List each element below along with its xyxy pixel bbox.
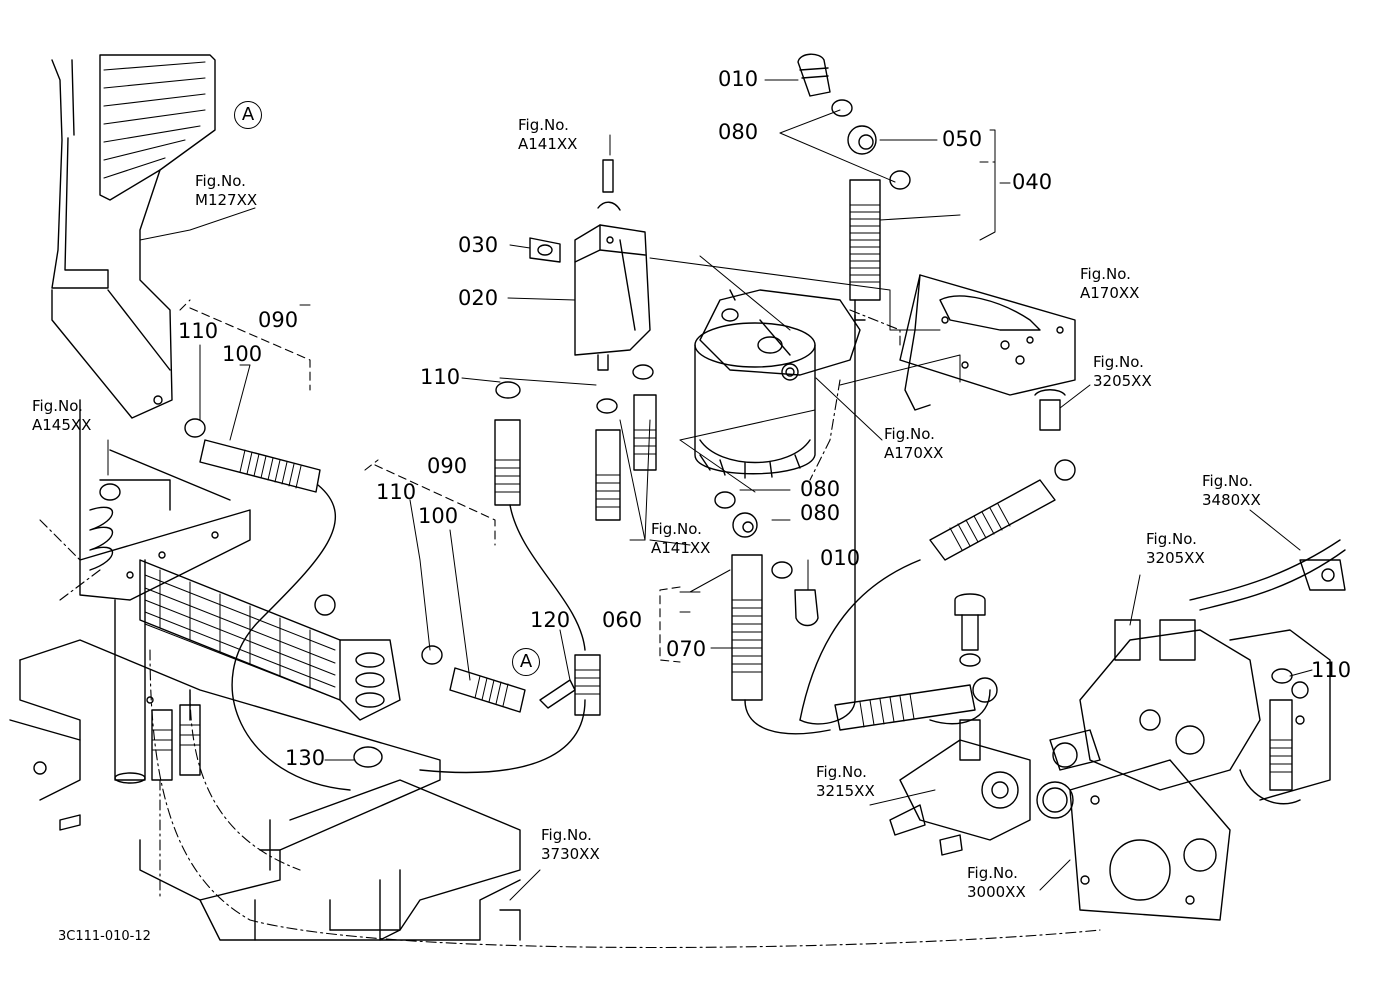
part-label-050: 050 [942, 127, 983, 151]
diagram-code: 3C111-010-12 [58, 929, 151, 944]
fig-ref-m127xx: Fig.No.M127XX [195, 172, 258, 209]
fig-ref-a141xx-mid: Fig.No.A141XX [651, 520, 711, 557]
filter-bracket [899, 274, 1076, 411]
radiator-shroud [51, 54, 216, 419]
part-label-120: 120 [530, 608, 571, 632]
part-label-060: 060 [602, 608, 643, 632]
reference-marker-a-center: A [512, 648, 540, 676]
part-label-010-low: 010 [820, 546, 861, 570]
hose-vertical-left [494, 381, 521, 506]
reference-marker-a-top: A [234, 101, 262, 129]
part-label-080-top: 080 [718, 120, 759, 144]
part-label-070: 070 [666, 637, 707, 661]
part-label-110-center: 110 [420, 365, 461, 389]
part-label-030: 030 [458, 233, 499, 257]
fig-ref-3215xx: Fig.No.3215XX [816, 763, 875, 800]
hoses-lower-left [151, 704, 201, 781]
fig-ref-a145xx: Fig.No.A145XX [32, 397, 92, 434]
hose-vertical-center [595, 364, 657, 521]
hose-100-lower [421, 645, 526, 713]
hose-120 [539, 654, 601, 716]
fig-ref-3730xx: Fig.No.3730XX [541, 826, 600, 863]
fig-ref-3000xx: Fig.No.3000XX [967, 864, 1026, 901]
part-label-090-left: 090 [258, 308, 299, 332]
hose-110-right [1269, 668, 1293, 791]
fig-ref-a170xx-bracket: Fig.No.A170XX [1080, 265, 1140, 302]
part-label-040: 040 [1012, 170, 1053, 194]
part-label-080-low: 080 [800, 501, 841, 525]
part-label-020: 020 [458, 286, 499, 310]
part-label-110-lower: 110 [376, 480, 417, 504]
feed-pump [889, 593, 1074, 856]
hose-040 [797, 53, 911, 321]
fig-ref-a141xx-top: Fig.No.A141XX [518, 116, 578, 153]
fig-ref-3480xx: Fig.No.3480XX [1202, 472, 1261, 509]
hose-060 [714, 491, 819, 701]
fuel-filter [694, 289, 861, 479]
part-label-010-top: 010 [718, 67, 759, 91]
oil-cooler [9, 399, 521, 941]
hose-right-lower [834, 677, 998, 731]
part-label-110-right: 110 [1311, 658, 1352, 682]
part-label-080-mid: 080 [800, 477, 841, 501]
part-label-090-center: 090 [427, 454, 468, 478]
fig-ref-3205xx-upper: Fig.No.3205XX [1093, 353, 1152, 390]
part-label-100-lower: 100 [418, 504, 459, 528]
part-label-100-left: 100 [222, 342, 263, 366]
fuel-switch-unit [529, 159, 651, 371]
hose-100-upper [184, 418, 321, 493]
part-label-130: 130 [285, 746, 326, 770]
injection-pump [1049, 539, 1346, 921]
fig-ref-3205xx-lower: Fig.No.3205XX [1146, 530, 1205, 567]
part-label-110-left: 110 [178, 319, 219, 343]
fig-ref-a170xx-filter: Fig.No.A170XX [884, 425, 944, 462]
hose-right-upper [929, 459, 1076, 561]
